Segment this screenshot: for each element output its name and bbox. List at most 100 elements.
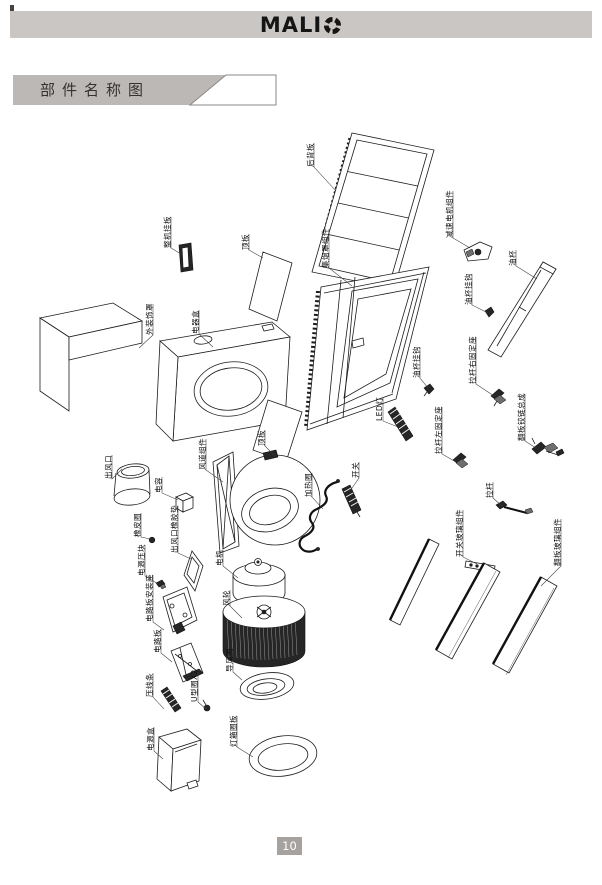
fan-wheel-part: [222, 595, 306, 668]
svg-text:橡皮圈: 橡皮圈: [132, 513, 142, 537]
svg-text:集烟罩组件: 集烟罩组件: [320, 228, 330, 268]
label-rubber-ring: 橡皮圈: [132, 513, 151, 540]
svg-text:电源盒: 电源盒: [145, 727, 155, 751]
label-outlet-rubber-pad: 出风口橡胶垫: [169, 505, 192, 560]
outer-decor-cover-part: [38, 302, 144, 412]
svg-text:U型圈X2: U型圈X2: [190, 669, 199, 702]
label-machine-hanging-plate: 整机挂板: [162, 216, 182, 255]
page-number: 10: [282, 839, 297, 853]
svg-text:整机挂板: 整机挂板: [162, 216, 172, 248]
svg-text:开关玻璃组件: 开关玻璃组件: [454, 509, 464, 557]
label-oil-cup: 油杯: [507, 250, 538, 280]
svg-text:电路板: 电路板: [152, 629, 162, 653]
glass-panel-middle-part: [434, 562, 501, 660]
label-led-light: LED灯: [374, 397, 399, 428]
svg-text:拉杆右固定座: 拉杆右固定座: [467, 336, 477, 384]
section-title: 部件名称图: [40, 81, 151, 99]
glass-panel-left-part: [388, 538, 440, 626]
svg-text:电路板安装座: 电路板安装座: [144, 574, 154, 622]
svg-text:电机: 电机: [214, 550, 224, 566]
svg-text:开关: 开关: [350, 462, 360, 478]
rod-left-seat-part: [452, 452, 469, 469]
air-duct-part: [212, 449, 321, 554]
header-bar: MALI: [10, 11, 592, 38]
label-pcb-mount: 电路板安装座: [144, 574, 165, 631]
label-rear-panel: 后背板: [305, 143, 337, 192]
oil-cup-hook-part: [484, 306, 495, 318]
svg-text:后背板: 后背板: [305, 143, 315, 167]
svg-text:顶板: 顶板: [256, 430, 266, 446]
svg-text:外装饰罩: 外装饰罩: [144, 303, 154, 335]
brand-o-icon: [324, 16, 342, 34]
svg-text:风轮: 风轮: [221, 590, 231, 606]
label-power-box: 电源盒: [145, 727, 164, 760]
svg-text:拉杆左固定座: 拉杆左固定座: [433, 406, 443, 454]
svg-text:灯箱圈板: 灯箱圈板: [228, 715, 238, 747]
label-switch: 开关: [349, 462, 360, 492]
label-oil-cup-hook: 油杯挂钩: [463, 273, 489, 314]
gear-motor-part: [463, 241, 493, 262]
switch-part: [341, 484, 362, 518]
glass-panel-right-part: [491, 576, 558, 676]
svg-text:油杯: 油杯: [507, 250, 517, 266]
label-outer-decor-cover: 外装饰罩: [138, 303, 154, 349]
print-mark: [10, 5, 14, 12]
svg-text:翻板铰链总成: 翻板铰链总成: [516, 393, 526, 441]
rod-right-seat-part: [490, 388, 507, 407]
label-fan-wheel: 风轮: [221, 590, 243, 619]
u-ring-part: [202, 699, 211, 712]
svg-text:电器盒: 电器盒: [190, 310, 200, 334]
oil-cup-hook-2-part: [423, 383, 435, 397]
brand-logo: MALI: [260, 13, 342, 37]
machine-hanging-plate-part: [178, 242, 194, 273]
label-switch-glass-assembly: 开关玻璃组件: [454, 509, 478, 565]
label-power-press-block: 电源压块: [136, 544, 159, 585]
pcb-mount-part: [162, 586, 198, 635]
svg-text:出风口: 出风口: [103, 455, 113, 479]
label-air-outlet: 出风口: [103, 455, 123, 480]
svg-text:油杯挂钩: 油杯挂钩: [463, 273, 473, 305]
svg-text:减速电机组件: 减速电机组件: [444, 190, 454, 238]
label-flip-hinge-assembly: 翻板铰链总成: [516, 393, 537, 449]
title-flag-shape: [189, 74, 277, 106]
section-title-bar: 部件名称图: [13, 74, 277, 106]
heating-ring-part: [298, 479, 340, 553]
svg-text:电源压块: 电源压块: [136, 544, 146, 576]
label-flip-glass-assembly: 翻板玻璃组件: [540, 518, 562, 587]
svg-text:LED灯: LED灯: [374, 397, 384, 421]
label-air-duct-assembly: 风道组件: [197, 438, 224, 483]
rubber-ring-part: [148, 536, 156, 544]
led-light-part: [387, 406, 414, 442]
svg-text:风道组件: 风道组件: [197, 438, 207, 470]
power-box-part: [156, 728, 202, 792]
svg-text:顶板: 顶板: [240, 234, 250, 250]
outlet-rubber-pad-part: [183, 550, 204, 592]
svg-text:导风圈: 导风圈: [225, 648, 234, 672]
flip-hinge-part: [531, 437, 565, 457]
label-air-guide-ring: 导风圈: [225, 648, 243, 681]
wire-press-strip-part: [160, 686, 182, 713]
svg-text:电容: 电容: [153, 477, 163, 493]
label-wire-press-strip: 压线条: [144, 673, 165, 710]
label-u-ring: U型圈X2: [190, 669, 207, 710]
oil-cup-part: [487, 261, 557, 358]
label-top-plate-2: 顶板: [256, 430, 276, 457]
air-outlet-part: [113, 463, 151, 506]
svg-text:拉杆: 拉杆: [484, 482, 494, 498]
label-electric-box: 电器盒: [190, 310, 214, 348]
label-pcb: 电路板: [152, 629, 173, 663]
svg-text:出风口橡胶垫: 出风口橡胶垫: [169, 505, 179, 553]
label-top-plate: 顶板: [240, 234, 264, 259]
label-motor: 电机: [214, 550, 239, 579]
top-plate-upper-part: [248, 251, 293, 322]
brand-text: MALI: [259, 12, 323, 37]
label-capacitor: 电容: [153, 477, 179, 501]
label-smoke-hood-assembly: 集烟罩组件: [320, 228, 353, 287]
label-oil-cup-hook-2: 油杯挂钩: [411, 346, 429, 389]
pull-rod-part: [495, 500, 534, 515]
label-heating-ring: 加热圈: [303, 473, 324, 510]
svg-text:翻板玻璃组件: 翻板玻璃组件: [552, 518, 562, 566]
lamp-ring-plate-part: [248, 735, 318, 777]
label-rod-left-seat: 拉杆左固定座: [433, 406, 457, 463]
